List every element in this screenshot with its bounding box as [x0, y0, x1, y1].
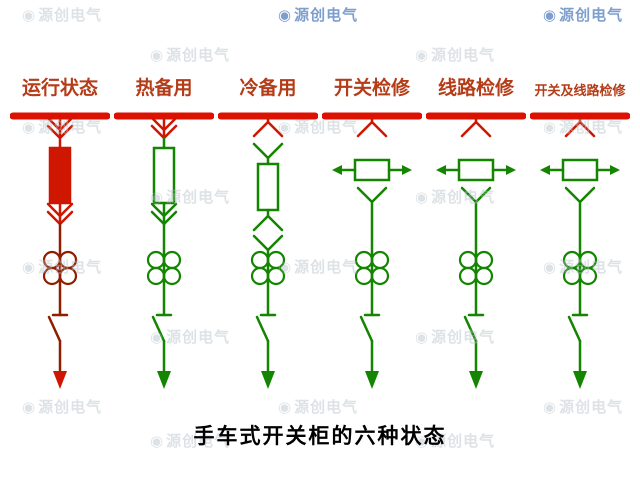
earthing-disconnector: [359, 313, 381, 373]
watermark: ◉源创电气: [22, 396, 102, 417]
diagram-cold-standby: [218, 112, 318, 389]
swirl-logo-icon: ◉: [150, 47, 165, 64]
watermark-text: 源创电气: [559, 7, 624, 24]
earthing-disconnector: [47, 313, 69, 373]
column-breaker-maintenance: [320, 108, 424, 398]
fixed-contact-lower: [460, 186, 492, 204]
moving-contact-upper: [252, 142, 284, 166]
circuit-breaker-closed: [48, 146, 72, 205]
diagram-breaker-and-line-maintenance: [530, 112, 630, 389]
isolating-contact-lower: [46, 201, 74, 226]
fixed-contact-lower: [252, 234, 284, 252]
current-transformers: [354, 250, 390, 286]
fixed-contact-lower: [564, 186, 596, 204]
label-in-service: 运行状态: [21, 78, 98, 100]
column-breaker-and-line-maintenance: [528, 108, 632, 398]
diagram-row: [8, 108, 632, 398]
watermark-text: 源创电气: [166, 47, 231, 64]
fixed-contact-upper: [564, 114, 596, 138]
isolating-contact-lower: [150, 201, 178, 226]
column-cold-standby: [216, 108, 320, 398]
diagram-hot-standby: [114, 112, 214, 389]
current-transformers: [250, 250, 286, 286]
circuit-breaker-withdrawn: [540, 158, 620, 182]
circuit-breaker-open: [256, 162, 280, 212]
earthing-disconnector: [151, 313, 173, 373]
earthing-disconnector: [567, 313, 589, 373]
isolating-contact-upper: [150, 114, 178, 150]
current-transformers: [146, 250, 182, 286]
watermark: ◉源创电气: [150, 44, 230, 65]
current-transformers: [562, 250, 598, 286]
isolating-contact-upper: [46, 114, 74, 150]
feeder-arrow: [469, 371, 483, 389]
figure-caption: 手车式开关柜的六种状态: [193, 425, 447, 448]
feeder-arrow: [157, 371, 171, 389]
swirl-logo-icon: ◉: [278, 7, 293, 24]
watermark: ◉源创电气: [415, 44, 495, 65]
circuit-breaker-withdrawn: [436, 158, 516, 182]
label-breaker-and-line-maintenance: 开关及线路检修: [534, 82, 626, 98]
label-cold-standby: 冷备用: [239, 78, 297, 100]
watermark: ◉源创电气: [543, 4, 623, 25]
earthing-disconnector: [255, 313, 277, 373]
diagram-breaker-maintenance: [322, 112, 422, 389]
column-hot-standby: [112, 108, 216, 398]
watermark-text: 源创电气: [294, 7, 359, 24]
fixed-contact-upper: [356, 114, 388, 138]
diagram-in-service: [10, 112, 110, 389]
column-line-maintenance: [424, 108, 528, 398]
circuit-breaker-withdrawn: [332, 158, 412, 182]
fixed-contact-lower: [356, 186, 388, 204]
circuit-breaker-open: [152, 146, 176, 205]
watermark: ◉源创电气: [278, 396, 358, 417]
feeder-arrow: [261, 371, 275, 389]
swirl-logo-icon: ◉: [543, 399, 558, 416]
current-transformers: [42, 250, 78, 286]
current-transformers: [458, 250, 494, 286]
diagram-line-maintenance: [426, 112, 526, 389]
label-line-maintenance: 线路检修: [437, 78, 514, 100]
watermark: ◉源创电气: [543, 396, 623, 417]
watermark: ◉源创电气: [278, 4, 358, 25]
watermark-text: 源创电气: [431, 47, 496, 64]
feeder-arrow: [573, 371, 587, 389]
feeder-arrow: [365, 371, 379, 389]
watermark-text: 源创电气: [38, 399, 103, 416]
fixed-contact-upper: [460, 114, 492, 138]
swirl-logo-icon: ◉: [278, 399, 293, 416]
column-in-service: [8, 108, 112, 398]
swirl-logo-icon: ◉: [415, 47, 430, 64]
label-breaker-maintenance: 开关检修: [333, 78, 410, 100]
swirl-logo-icon: ◉: [22, 399, 37, 416]
moving-contact-lower: [252, 208, 284, 232]
earthing-disconnector: [463, 313, 485, 373]
fixed-contact-upper: [252, 114, 284, 138]
state-label-row: 运行状态 热备用 冷备用 开关检修 线路检修 开关及线路检修: [8, 72, 632, 100]
label-hot-standby: 热备用: [135, 78, 193, 100]
watermark: ◉源创电气: [22, 4, 102, 25]
watermark-text: 源创电气: [559, 399, 624, 416]
swirl-logo-icon: ◉: [543, 7, 558, 24]
watermark-text: 源创电气: [294, 399, 359, 416]
feeder-arrow: [53, 371, 67, 389]
swirl-logo-icon: ◉: [22, 7, 37, 24]
watermark-text: 源创电气: [38, 7, 103, 24]
